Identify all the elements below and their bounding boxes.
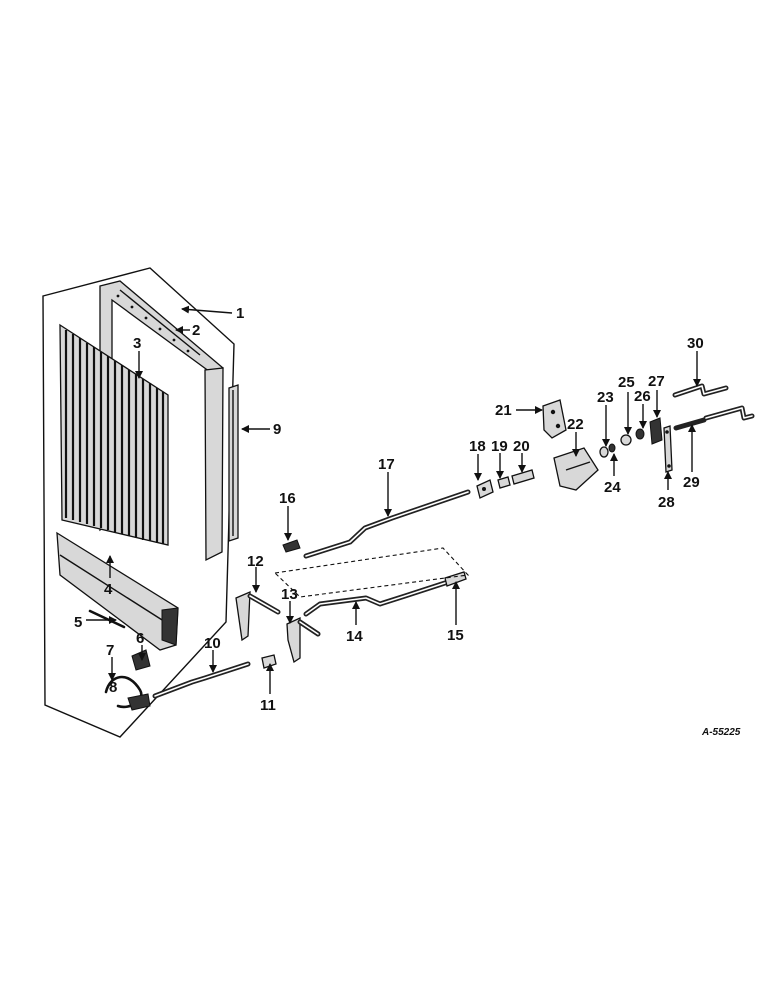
callout-24: 24 — [604, 479, 621, 496]
rod-17 — [303, 489, 471, 559]
callout-10: 10 — [204, 635, 221, 652]
bottom-bar — [56, 531, 179, 651]
clip-27 — [649, 417, 663, 445]
bracket-22 — [553, 447, 599, 491]
callout-4: 4 — [104, 581, 113, 598]
link-28 — [663, 425, 673, 473]
bracket-21 — [542, 399, 567, 439]
callout-30: 30 — [687, 335, 704, 352]
callout-17: 17 — [378, 456, 395, 473]
rod-29 — [673, 405, 755, 431]
callout-9: 9 — [273, 421, 281, 438]
rod-10 — [152, 661, 251, 699]
sleeve-11 — [261, 654, 277, 669]
callout-1: 1 — [236, 305, 244, 322]
callout-19: 19 — [491, 438, 508, 455]
pin-20 — [511, 469, 535, 485]
washer-24 — [608, 443, 616, 453]
figure-id: A-55225 — [702, 727, 741, 738]
callout-6: 6 — [136, 630, 144, 647]
callout-28: 28 — [658, 494, 675, 511]
fitting-18 — [476, 479, 494, 499]
callout-22: 22 — [567, 416, 584, 433]
fitting-19 — [497, 476, 511, 489]
strip-5 — [88, 609, 126, 629]
callout-8: 8 — [109, 679, 117, 696]
callout-14: 14 — [346, 628, 363, 645]
callout-15: 15 — [447, 627, 464, 644]
lever-bracket-12 — [235, 590, 281, 642]
connection-dashed — [273, 547, 470, 598]
callout-16: 16 — [279, 490, 296, 507]
callout-7: 7 — [106, 642, 114, 659]
rod-30 — [672, 383, 729, 398]
spring-lever — [104, 675, 151, 711]
side-strip — [228, 384, 239, 542]
callout-26: 26 — [634, 388, 651, 405]
clip-6 — [131, 649, 151, 671]
callout-23: 23 — [597, 389, 614, 406]
callout-2: 2 — [192, 322, 200, 339]
callout-5: 5 — [74, 614, 82, 631]
callout-25: 25 — [618, 374, 635, 391]
spacer-25 — [620, 434, 632, 446]
shutter-vanes — [59, 323, 169, 546]
callout-21: 21 — [495, 402, 512, 419]
rod-14 — [303, 579, 451, 617]
lever-bracket-13 — [286, 616, 321, 664]
callout-12: 12 — [247, 553, 264, 570]
callout-27: 27 — [648, 373, 665, 390]
link-16 — [282, 539, 301, 553]
washer-26 — [635, 428, 645, 440]
washer-23 — [599, 446, 609, 458]
callout-11: 11 — [260, 697, 276, 714]
callout-20: 20 — [513, 438, 530, 455]
callout-29: 29 — [683, 474, 700, 491]
callout-labels: 1 2 3 4 5 6 7 8 9 10 11 12 13 14 15 16 1… — [74, 305, 704, 714]
leader-lines — [86, 305, 701, 694]
callout-13: 13 — [281, 586, 298, 603]
callout-18: 18 — [469, 438, 486, 455]
callout-3: 3 — [133, 335, 141, 352]
shutter-assembly-outline — [42, 267, 235, 738]
